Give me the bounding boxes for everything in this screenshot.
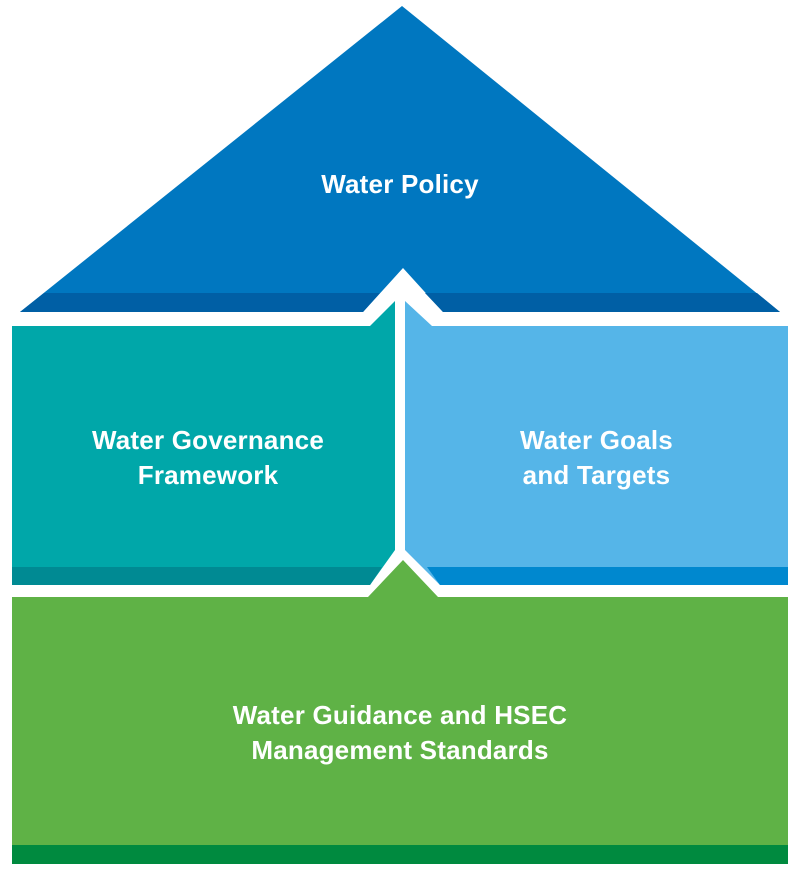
goals-shape [405, 301, 788, 585]
roof-band [425, 293, 780, 312]
goals-band [427, 567, 788, 585]
water-policy-text: Water Policy [321, 169, 479, 199]
water-governance-text-line2: Framework [137, 460, 279, 491]
governance-section [12, 301, 395, 585]
roof-section [20, 6, 780, 312]
governance-band [12, 567, 382, 585]
water-governance-label: Water Governance Framework [12, 423, 404, 493]
water-policy-label: Water Policy [200, 167, 600, 202]
roof-shape [20, 6, 780, 312]
governance-shape [12, 301, 395, 585]
water-goals-text-line2: and Targets [522, 460, 671, 491]
goals-section [405, 301, 788, 585]
guidance-shape [12, 560, 788, 864]
roof-band [20, 293, 380, 312]
water-goals-text-line1: Water Goals [520, 425, 673, 455]
guidance-section [12, 560, 788, 864]
guidance-band [12, 845, 788, 864]
water-guidance-label: Water Guidance and HSEC Management Stand… [12, 698, 788, 768]
water-governance-text-line1: Water Governance [92, 425, 324, 455]
water-guidance-text-line1: Water Guidance and HSEC [232, 700, 568, 730]
water-guidance-text-line2: Management Standards [251, 735, 549, 766]
water-goals-label: Water Goals and Targets [405, 423, 788, 493]
